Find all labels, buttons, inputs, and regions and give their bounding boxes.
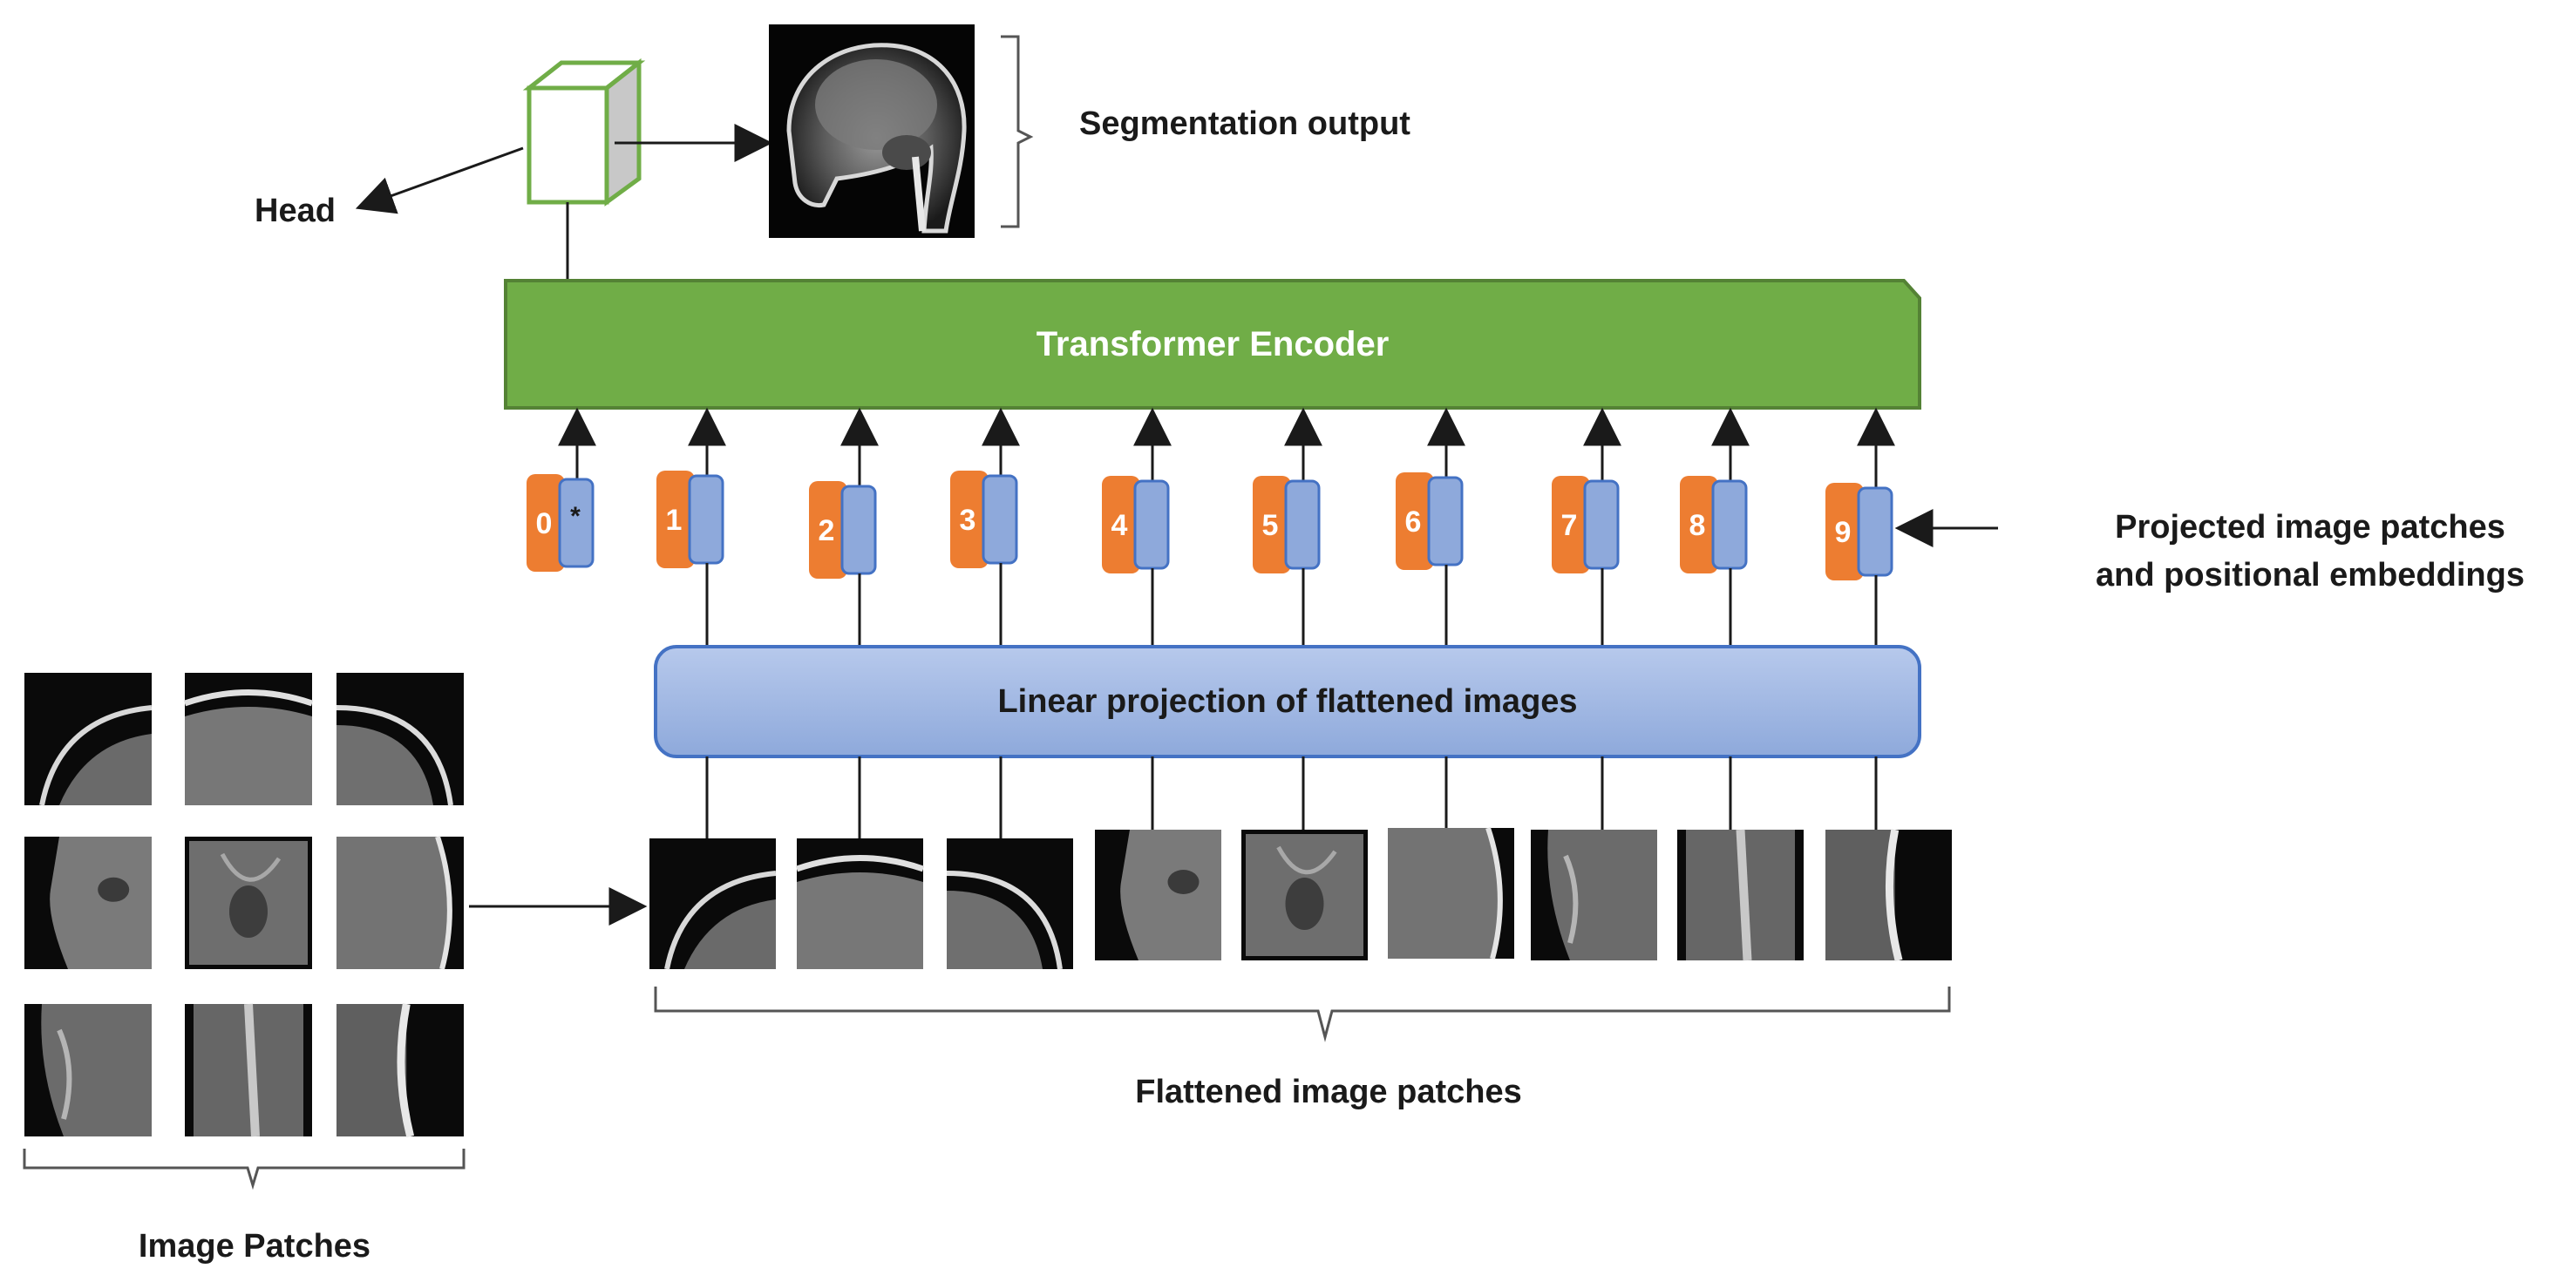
token-column: 6 (1396, 407, 1465, 647)
position-number: 3 (960, 504, 976, 537)
flattened-patches-label: Flattened image patches (1135, 1074, 1521, 1110)
image-patch-tile (24, 673, 153, 806)
patch-embedding (1427, 476, 1464, 566)
token-column: 3 (950, 407, 1020, 647)
position-number: 8 (1689, 509, 1706, 542)
patch-embedding (1711, 479, 1748, 570)
segmentation-output-label: Segmentation output (1079, 105, 1410, 142)
flattened-patches-row (649, 756, 1952, 970)
position-number: 0 (536, 507, 553, 540)
projected-label-line2: and positional embeddings (2096, 557, 2525, 594)
patch-embedding (688, 474, 724, 565)
flattened-patches-brace (654, 987, 1951, 1042)
image-patch-tile (336, 1003, 464, 1138)
transformer-encoder-block (504, 279, 1921, 410)
linear-projection-block (654, 645, 1921, 758)
patch-embedding (1583, 479, 1620, 570)
position-embedding (950, 471, 989, 568)
flattened-patch-tile (1825, 829, 1952, 962)
image-patch-tile (185, 837, 312, 969)
head-label: Head (255, 193, 336, 229)
position-number: 9 (1835, 516, 1852, 549)
position-number: 6 (1405, 505, 1422, 539)
flattened-patch-tile (1388, 827, 1514, 960)
head-arrow (355, 146, 524, 214)
image-patch-tile (183, 673, 314, 805)
token-column: 1 (656, 407, 726, 647)
image-patches-label: Image Patches (139, 1228, 370, 1265)
position-number: 7 (1561, 509, 1578, 542)
position-number: 1 (666, 504, 683, 537)
position-embedding (1552, 476, 1590, 573)
image-patches-brace (23, 1149, 466, 1190)
position-embedding (1825, 483, 1864, 580)
token-column: 7 (1552, 407, 1621, 647)
image-patches-grid (24, 673, 464, 1138)
patch-embedding (1857, 486, 1893, 577)
flattened-patch-tile (1677, 829, 1804, 961)
token-column: 8 (1680, 407, 1750, 647)
flattened-patch-tile (795, 838, 925, 969)
segmentation-brace (1001, 35, 1034, 228)
position-embedding (656, 471, 695, 568)
position-embedding (809, 481, 847, 579)
class-token-marker: * (570, 502, 581, 531)
patch-embedding (1284, 479, 1321, 570)
token-column: 9 (1825, 407, 1895, 647)
projected-label-line1: Projected image patches (2115, 509, 2505, 546)
position-number: 5 (1262, 509, 1279, 542)
position-number: 2 (819, 514, 835, 547)
transformer-encoder-label: Transformer Encoder (1037, 325, 1390, 363)
flattened-patch-tile (1531, 830, 1657, 960)
position-embedding (1102, 476, 1140, 573)
patch-embedding (982, 474, 1018, 565)
image-patch-tile (336, 673, 464, 806)
position-embedding (1396, 472, 1434, 570)
patch-embedding (840, 485, 877, 575)
linear-projection-label: Linear projection of flattened images (997, 683, 1577, 720)
position-number: 4 (1111, 509, 1128, 542)
flattened-patch-tile (1095, 830, 1221, 960)
image-patch-tile (185, 1003, 312, 1137)
token-column: 5 (1253, 407, 1322, 647)
flattened-patch-tile (1241, 830, 1368, 960)
flattened-patch-tile (649, 838, 777, 970)
image-patch-tile (24, 837, 152, 969)
token-column: 2 (809, 407, 879, 647)
flattened-patch-tile (946, 838, 1073, 970)
token-column: 0* (527, 407, 596, 572)
segmentation-output-image (769, 24, 975, 238)
head-cube (522, 58, 646, 207)
patch-embedding (558, 478, 595, 568)
token-column: 4 (1102, 407, 1172, 647)
position-embedding (1680, 476, 1718, 573)
image-patch-tile (24, 1004, 152, 1136)
position-embedding (1253, 476, 1291, 573)
image-patch-tile (336, 836, 464, 970)
patch-embedding (1133, 479, 1170, 570)
position-embedding (527, 474, 565, 572)
